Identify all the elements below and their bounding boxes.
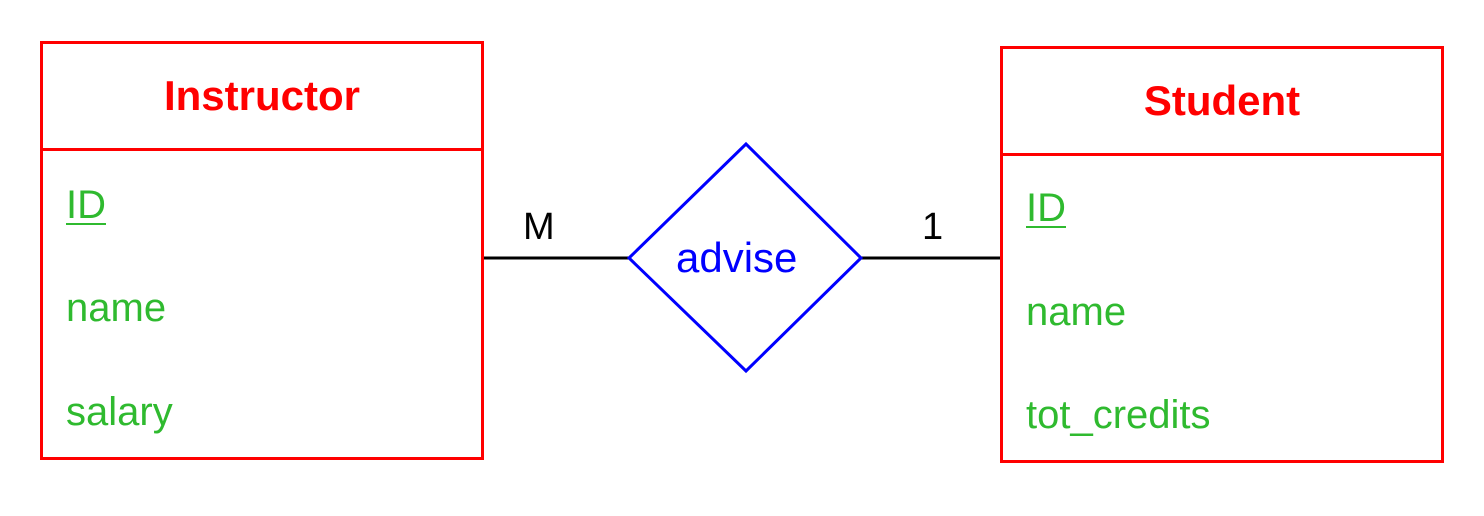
relationship-label: advise [676, 234, 798, 281]
right-cardinality: 1 [922, 206, 944, 248]
attribute: salary [66, 390, 173, 434]
attribute-primary-key: ID [1026, 186, 1066, 230]
left-cardinality: M [523, 206, 555, 248]
attribute-primary-key: ID [66, 183, 106, 227]
relationship-diamond[interactable] [626, 141, 864, 374]
entity-header: Instructor [43, 44, 481, 151]
attribute: name [66, 286, 167, 330]
attribute: tot_credits [1026, 393, 1211, 437]
entity-header: Student [1003, 49, 1441, 156]
entity-title: Student [1143, 77, 1301, 124]
entity-student[interactable]: Student ID name tot_credits [1000, 46, 1444, 463]
entity-instructor[interactable]: Instructor ID name salary [40, 41, 484, 460]
attribute: name [1026, 290, 1127, 334]
entity-title: Instructor [163, 72, 360, 119]
